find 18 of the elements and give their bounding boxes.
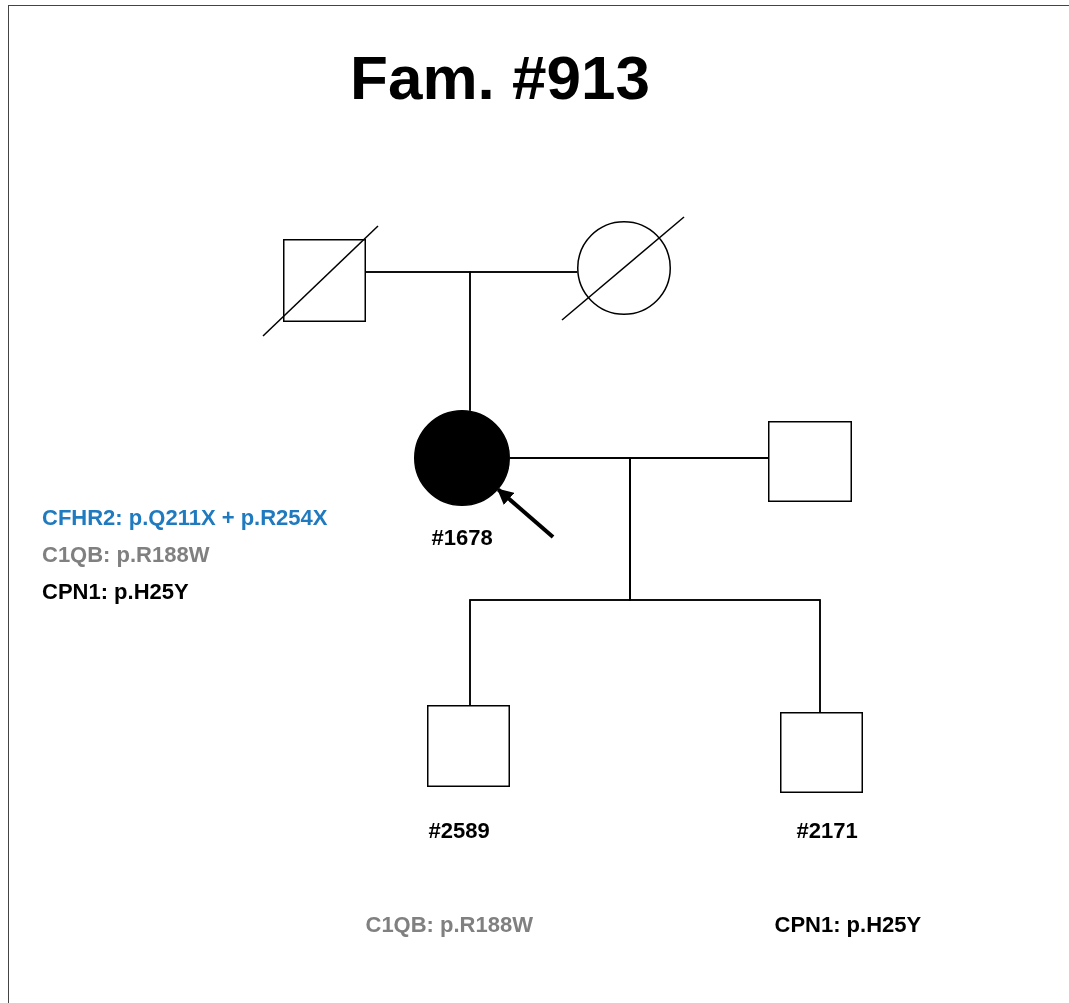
variant-label: CPN1: p.H25Y [42, 578, 189, 606]
square-symbol [283, 239, 366, 322]
pointer-arrow [496, 488, 555, 539]
variant-label: C1QB: p.R188W [42, 541, 210, 569]
square-symbol [768, 421, 852, 502]
square-symbol [427, 705, 510, 787]
individual-id: #2171 [796, 817, 858, 845]
variant-label: CFHR2: p.Q211X + p.R254X [42, 504, 328, 532]
circle-symbol [414, 410, 510, 506]
title: Fam. #913 [349, 42, 651, 114]
pedigree-line [629, 457, 821, 713]
pedigree-line [469, 271, 578, 412]
variant-label: C1QB: p.R188W [365, 911, 533, 939]
square-symbol [780, 712, 863, 793]
circle-symbol [577, 221, 671, 315]
individual-id: #2589 [428, 817, 490, 845]
variant-label: CPN1: p.H25Y [774, 911, 922, 939]
individual-id: #1678 [431, 524, 493, 552]
